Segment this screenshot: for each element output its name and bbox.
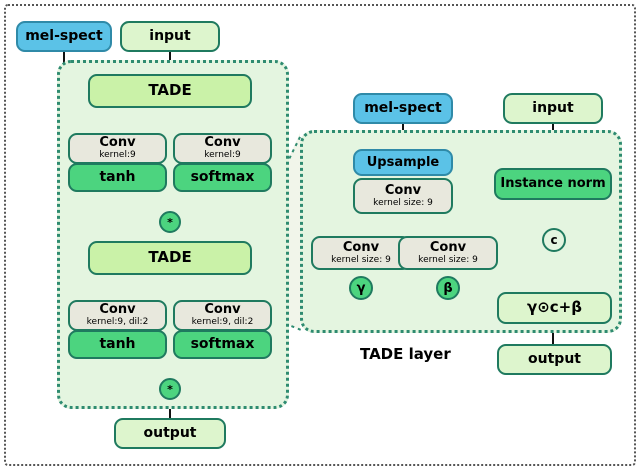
- left-mel-spect-node[interactable]: mel-spect: [16, 21, 112, 52]
- left-tade-label-2: TADE: [148, 248, 192, 267]
- detail-upsample-node[interactable]: Upsample: [353, 149, 453, 176]
- left-input-node[interactable]: input: [120, 21, 220, 52]
- detail-conv-beta-sub: kernel size: 9: [418, 254, 478, 265]
- left-multiply-node-1[interactable]: *: [159, 211, 181, 233]
- left-softmax-label-1: softmax: [190, 169, 255, 186]
- left-tade-label-1: TADE: [148, 81, 192, 100]
- detail-upsample-label: Upsample: [366, 154, 440, 170]
- detail-conv-beta-label: Conv: [429, 239, 467, 255]
- detail-gamma-node[interactable]: γ: [349, 276, 373, 300]
- detail-input-label: input: [532, 100, 574, 117]
- detail-formula-label: γ⊙c+β: [527, 298, 582, 317]
- detail-conv-gamma-label: Conv: [342, 239, 380, 255]
- left-tanh-node-2[interactable]: tanh: [68, 330, 167, 359]
- left-conv-sub-1b: kernel:9: [204, 150, 241, 161]
- left-conv-node-2a[interactable]: Conv kernel:9, dil:2: [68, 300, 167, 331]
- left-softmax-node-1[interactable]: softmax: [173, 163, 272, 192]
- left-output-label: output: [143, 425, 197, 442]
- detail-conv-top-label: Conv: [384, 182, 422, 198]
- detail-formula-node[interactable]: γ⊙c+β: [497, 292, 612, 324]
- detail-input-node[interactable]: input: [503, 93, 603, 124]
- left-input-label: input: [149, 28, 191, 45]
- left-conv-label-1a: Conv: [99, 135, 136, 151]
- detail-conv-top-sub: kernel size: 9: [373, 197, 433, 208]
- detail-instance-norm-label: Instance norm: [500, 176, 606, 192]
- left-mel-spect-label: mel-spect: [25, 28, 103, 45]
- left-conv-label-2a: Conv: [99, 302, 136, 318]
- left-softmax-label-2: softmax: [190, 336, 255, 353]
- left-conv-sub-1a: kernel:9: [99, 150, 136, 161]
- left-tanh-node-1[interactable]: tanh: [68, 163, 167, 192]
- detail-mel-spect-label: mel-spect: [364, 100, 442, 117]
- left-conv-sub-2a: kernel:9, dil:2: [86, 317, 149, 328]
- left-softmax-node-2[interactable]: softmax: [173, 330, 272, 359]
- detail-conv-beta-node[interactable]: Conv kernel size: 9: [398, 236, 498, 270]
- left-multiply-node-2[interactable]: *: [159, 378, 181, 400]
- detail-mel-spect-node[interactable]: mel-spect: [353, 93, 453, 124]
- detail-beta-node[interactable]: β: [436, 276, 460, 300]
- left-conv-label-2b: Conv: [204, 302, 241, 318]
- left-conv-node-1a[interactable]: Conv kernel:9: [68, 133, 167, 164]
- tade-layer-caption: TADE layer: [360, 345, 451, 363]
- left-multiply-label-1: *: [167, 215, 173, 229]
- detail-c-label: c: [550, 233, 558, 247]
- left-tanh-label-2: tanh: [99, 336, 136, 353]
- detail-conv-top-node[interactable]: Conv kernel size: 9: [353, 178, 453, 214]
- detail-output-label: output: [528, 351, 581, 368]
- left-conv-node-1b[interactable]: Conv kernel:9: [173, 133, 272, 164]
- left-output-node[interactable]: output: [114, 418, 226, 449]
- detail-beta-label: β: [443, 280, 453, 296]
- detail-output-node[interactable]: output: [497, 344, 612, 375]
- detail-conv-gamma-sub: kernel size: 9: [331, 254, 391, 265]
- detail-conv-gamma-node[interactable]: Conv kernel size: 9: [311, 236, 411, 270]
- detail-instance-norm-node[interactable]: Instance norm: [494, 168, 612, 200]
- detail-c-node[interactable]: c: [542, 228, 566, 252]
- left-conv-node-2b[interactable]: Conv kernel:9, dil:2: [173, 300, 272, 331]
- left-conv-label-1b: Conv: [204, 135, 241, 151]
- left-multiply-label-2: *: [167, 382, 173, 396]
- left-tade-node-1[interactable]: TADE: [88, 74, 252, 108]
- detail-gamma-label: γ: [356, 280, 366, 296]
- left-tanh-label-1: tanh: [99, 169, 136, 186]
- left-tade-node-2[interactable]: TADE: [88, 241, 252, 275]
- left-conv-sub-2b: kernel:9, dil:2: [191, 317, 254, 328]
- outer-frame: [4, 4, 636, 466]
